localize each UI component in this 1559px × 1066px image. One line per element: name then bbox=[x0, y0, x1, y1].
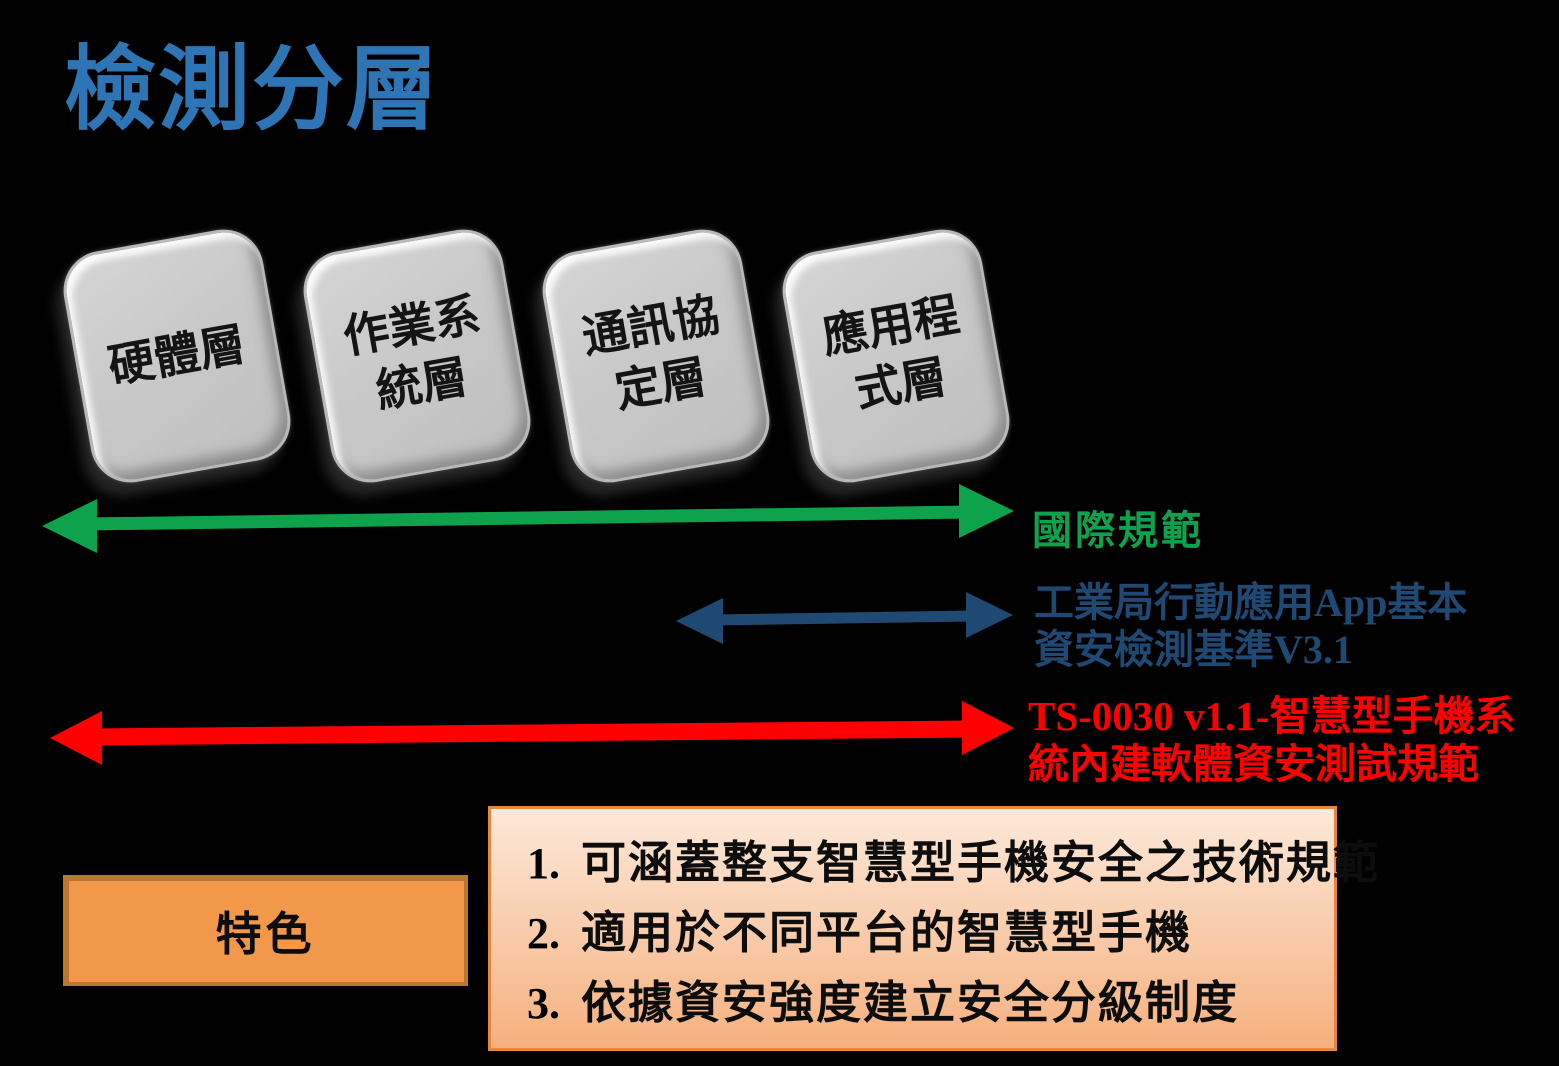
green-arrow-label: 國際規範 bbox=[1032, 508, 1204, 553]
layer-label: 硬體層 bbox=[104, 317, 250, 393]
layer-label: 應用程式層 bbox=[818, 288, 964, 418]
feature-item-number: 2. bbox=[527, 909, 560, 958]
feature-item: 3. 依據資安強度建立安全分級制度 bbox=[527, 966, 1324, 1036]
feature-item: 2. 適用於不同平台的智慧型手機 bbox=[527, 896, 1324, 966]
navy-double-arrow bbox=[676, 592, 1013, 644]
navy-arrow-label-line2: 資安檢測基準V3.1 bbox=[1034, 627, 1353, 672]
feature-item-number: 3. bbox=[527, 979, 560, 1028]
navy-arrow-label-line1: 工業局行動應用App基本 bbox=[1034, 580, 1468, 625]
red-arrow-label-line2: 統內建軟體資安測試規範 bbox=[1028, 741, 1479, 787]
features-panel: 1. 可涵蓋整支智慧型手機安全之技術規範 2. 適用於不同平台的智慧型手機 3.… bbox=[488, 806, 1378, 1051]
layer-box-protocol: 通訊協定層 bbox=[536, 223, 776, 489]
features-header-box: 特色 bbox=[63, 875, 468, 986]
layer-box-application: 應用程式層 bbox=[776, 223, 1016, 489]
layer-label: 通訊協定層 bbox=[578, 288, 724, 418]
feature-item-text: 適用於不同平台的智慧型手機 bbox=[581, 908, 1193, 958]
feature-item: 1. 可涵蓋整支智慧型手機安全之技術規範 bbox=[527, 826, 1378, 896]
red-arrow-label-line1: TS-0030 v1.1-智慧型手機系 bbox=[1028, 693, 1516, 739]
feature-item-number: 1. bbox=[527, 839, 560, 888]
feature-item-text: 可涵蓋整支智慧型手機安全之技術規範 bbox=[581, 838, 1381, 888]
red-double-arrow bbox=[50, 701, 1014, 765]
page-title: 檢測分層 bbox=[64, 39, 441, 141]
green-double-arrow bbox=[42, 484, 1014, 553]
navy-arrow-label: 工業局行動應用App基本 資安檢測基準V3.1 bbox=[1034, 579, 1467, 673]
features-header-label: 特色 bbox=[215, 908, 316, 960]
layer-label: 作業系統層 bbox=[339, 288, 485, 418]
red-arrow-label: TS-0030 v1.1-智慧型手機系 統內建軟體資安測試規範 bbox=[1028, 692, 1515, 788]
layer-box-os: 作業系統層 bbox=[297, 223, 537, 489]
feature-item-text: 依據資安強度建立安全分級制度 bbox=[581, 978, 1240, 1028]
layer-box-hardware: 硬體層 bbox=[57, 223, 297, 489]
